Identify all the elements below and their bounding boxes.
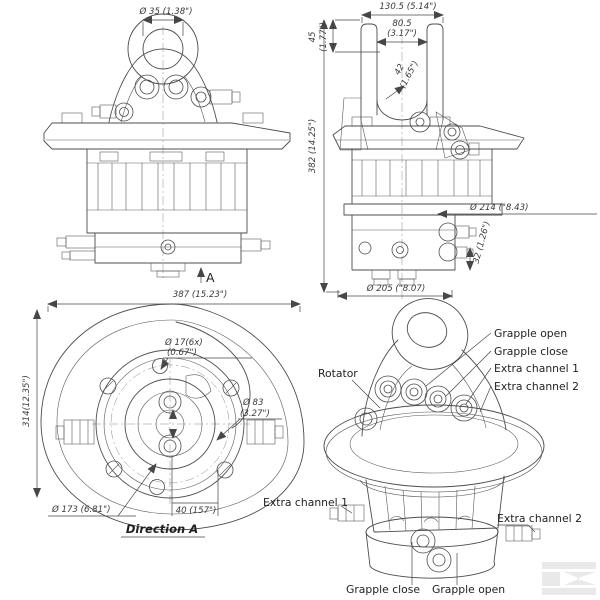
label-extra-channel-1-top: Extra channel 1: [494, 362, 579, 375]
label-grapple-open-bottom: Grapple open: [432, 583, 505, 596]
label-extra-channel-1-left: Extra channel 1: [263, 496, 348, 509]
dim-width-inner: 80.5 (3.17"): [376, 19, 428, 46]
dim-width-total-text: 387 (15.23"): [173, 290, 227, 300]
top-view-ring: [95, 349, 245, 499]
dim-bolt-holes-l1: Ø 17(6x): [164, 337, 203, 348]
dim-bolt-circle-l2: (3.27"): [240, 409, 270, 419]
dim-width-inner-l1: 80.5: [392, 19, 411, 29]
dim-height-block-text: 32 (1.26"): [472, 220, 493, 265]
label-extra-channel-2-right: Extra channel 2: [497, 512, 582, 525]
dim-d35-text: Ø 35 (1.38"): [139, 6, 193, 17]
kramp-k-watermark-icon: [542, 562, 596, 595]
dim-width-total: 387 (15.23"): [47, 290, 301, 312]
dim-height-block: 32 (1.26"): [466, 220, 493, 271]
iso-view-valve-block: [329, 504, 541, 579]
dim-d35: Ø 35 (1.38"): [139, 6, 193, 36]
dim-dia-flange-text: Ø 173 (6.81"): [51, 504, 110, 515]
dim-depth-total: 314(12.35"): [22, 309, 41, 498]
dim-width-outer: 130.5 (5.14"): [361, 2, 444, 23]
label-grapple-close-top: Grapple close: [494, 345, 568, 358]
top-view-caption: Direction A: [121, 522, 205, 538]
iso-view-callouts: Rotator Grapple open Grapple close Extra…: [263, 327, 582, 596]
label-grapple-open-top: Grapple open: [494, 327, 567, 340]
dim-pin-l1: 42: [393, 63, 407, 77]
dim-bolt-circle-l1: Ø 83: [242, 397, 263, 408]
dim-height-total-text: 382 (14.25"): [308, 119, 318, 173]
dim-dia-bearing-text: Ø 214 ("8.43): [469, 202, 528, 213]
front-view-body: [86, 148, 248, 234]
dim-port-spacing-text: 40 (157"): [176, 506, 217, 516]
dim-port-spacing: 40 (157"): [171, 456, 219, 516]
dim-dia-flange: Ø 173 (6.81"): [48, 463, 157, 517]
dim-width-inner-l2: (3.17"): [387, 29, 417, 39]
dim-bolt-holes: Ø 17(6x) (0.67"): [160, 337, 252, 370]
side-view: 130.5 (5.14") 80.5 (3.17") 45 (1.77") 42…: [308, 2, 597, 300]
iso-view: Rotator Grapple open Grapple close Extra…: [263, 298, 582, 596]
top-view: 387 (15.23") 314(12.35") Ø 17(6x) (0.67"…: [22, 290, 305, 538]
label-grapple-close-bottom: Grapple close: [346, 583, 420, 596]
view-direction-a: A: [197, 267, 215, 285]
front-view-head: [91, 13, 241, 123]
top-view-fittings: [55, 419, 284, 445]
dim-dia-bearing: Ø 214 ("8.43): [437, 202, 597, 218]
iso-view-body: [359, 475, 505, 533]
view-arrow-label: A: [206, 270, 215, 285]
direction-a-caption: Direction A: [126, 522, 198, 536]
dim-bolt-holes-l2: (0.67"): [167, 348, 197, 358]
dim-height-top: 45 (1.77"): [308, 19, 380, 53]
top-view-flange-outline: [40, 303, 305, 531]
side-view-valve-block: [351, 214, 477, 286]
iso-view-flange: [323, 404, 545, 493]
side-view-flange: [332, 116, 525, 150]
dim-height-top-l1: 45: [308, 32, 318, 43]
side-view-body: [343, 148, 503, 216]
dim-dia-housing-text: Ø 205 ("8.07): [366, 283, 425, 294]
dim-width-outer-text: 130.5 (5.14"): [379, 2, 436, 12]
front-view: Ø 35 (1.38") A: [43, 6, 291, 285]
label-extra-channel-2-top: Extra channel 2: [494, 380, 579, 393]
dim-height-total: 382 (14.25"): [308, 19, 340, 293]
side-view-fork: [339, 23, 480, 160]
label-rotator: Rotator: [318, 367, 358, 380]
front-view-flange: [43, 112, 291, 150]
front-view-valve-block: [56, 232, 271, 278]
dim-bolt-circle: Ø 83 (3.27"): [216, 397, 282, 441]
dim-depth-total-text: 314(12.35"): [22, 375, 32, 427]
dim-dia-housing: Ø 205 ("8.07): [337, 283, 453, 300]
dim-pin: 42 (1.65"): [385, 59, 421, 100]
iso-view-ports: [354, 375, 478, 431]
iso-view-head: [361, 298, 507, 437]
